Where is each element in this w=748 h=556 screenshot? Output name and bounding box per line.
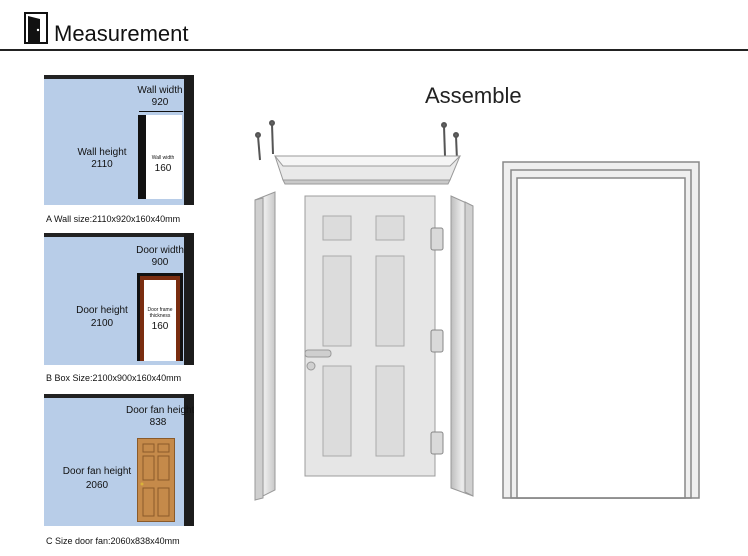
screw-icon: [255, 120, 459, 161]
wall-size-caption: A Wall size:2110x920x160x40mm: [46, 214, 181, 224]
fan-width-value: 838: [149, 417, 167, 428]
wall-height-label: Wall height: [77, 147, 127, 158]
door-height-value: 2100: [90, 318, 114, 329]
wall-width-value: 920: [151, 97, 169, 108]
wall-width-label: Wall width: [137, 85, 183, 96]
wall-size-panel: Wall width 920 Wall height 2110 Wall wid…: [44, 75, 194, 205]
assembly-diagram: [254, 120, 700, 501]
wall-thickness-label: Wall width: [151, 155, 175, 161]
wall-height-value: 2110: [91, 159, 113, 170]
top-header-piece: [273, 155, 462, 185]
door-icon: [24, 12, 48, 49]
box-size-panel: Door width 900 Door height 2100 Door fra…: [44, 233, 194, 365]
door-fan-caption: C Size door fan:2060x838x40mm: [46, 536, 180, 546]
door-leaf-panels: [140, 443, 170, 517]
door-fan-panel: Door fan height 838 Door fan height 2060: [44, 394, 194, 526]
width-arrow: [139, 111, 183, 112]
door-height-label: Door height: [76, 305, 128, 316]
frame-thickness-value: 160: [151, 321, 169, 332]
door-opening: [144, 280, 176, 361]
door-width-value: 900: [151, 257, 169, 268]
fan-height-value: 2060: [85, 480, 109, 491]
header-divider: [0, 49, 748, 51]
left-jamb: [254, 191, 276, 501]
door-leaf-assembly: [304, 195, 436, 477]
fan-width-label: Door fan height: [126, 405, 194, 416]
assemble-title: Assemble: [425, 83, 522, 108]
assembled-frame: [502, 161, 700, 499]
page-title: Measurement: [54, 21, 189, 46]
frame-thickness-label: Door frame thickness: [147, 307, 173, 319]
door-width-label: Door width: [136, 245, 184, 256]
hinge-icon: [430, 227, 444, 455]
box-size-caption: B Box Size:2100x900x160x40mm: [46, 373, 182, 383]
fan-height-label: Door fan height: [62, 466, 132, 477]
wall-edge: [138, 115, 146, 199]
right-jamb: [450, 195, 474, 497]
wall-thickness-value: 160: [154, 163, 172, 174]
